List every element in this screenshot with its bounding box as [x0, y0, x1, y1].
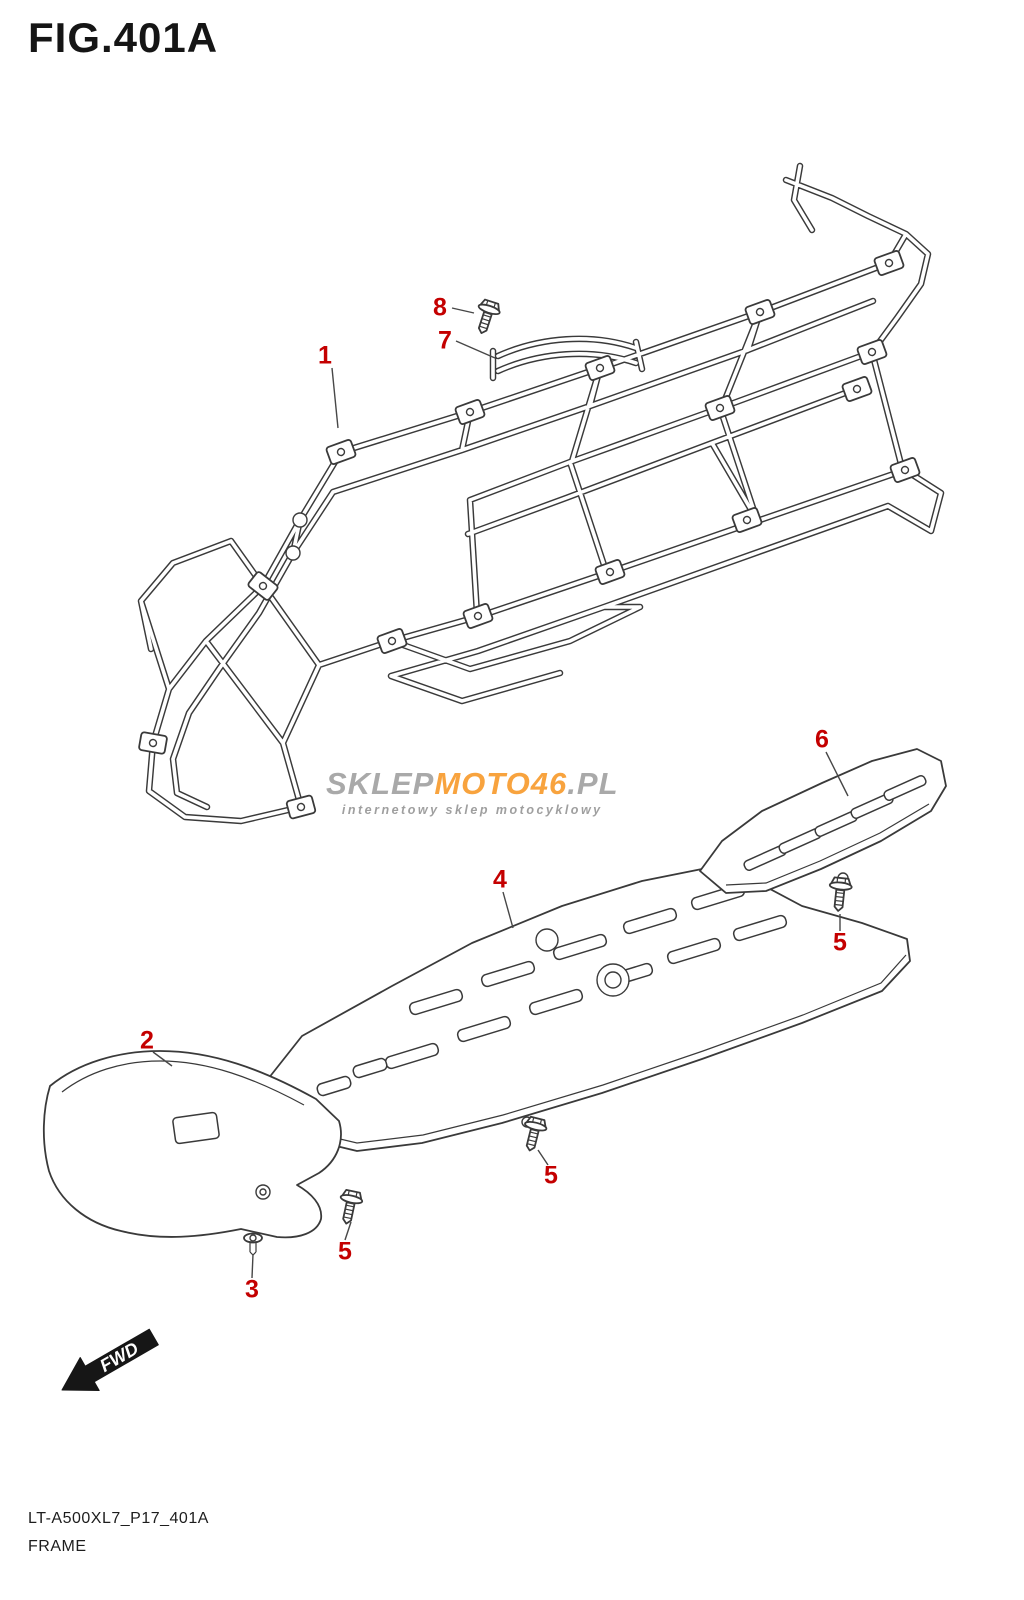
skid-plate-extension [699, 748, 947, 894]
callout-part-1: 1 [318, 341, 332, 370]
callout-part-5-center: 5 [544, 1161, 558, 1190]
bolt-part-5-right [826, 876, 854, 913]
fwd-arrow: FWD [61, 1328, 159, 1391]
callout-part-8: 8 [433, 293, 447, 322]
figure-code: LT-A500XL7_P17_401A [28, 1510, 209, 1527]
callout-part-4: 4 [493, 865, 507, 894]
rivet-part-3 [243, 1232, 263, 1256]
callout-part-2: 2 [140, 1026, 154, 1055]
callout-part-3: 3 [245, 1275, 259, 1304]
front-cover [42, 1050, 342, 1239]
steering-head-hole [292, 512, 308, 528]
fwd-label: FWD [96, 1338, 141, 1376]
extension-slots [743, 775, 927, 871]
footer: LT-A500XL7_P17_401A FRAME [28, 1510, 209, 1556]
figure-name: FRAME [28, 1538, 87, 1555]
callout-part-6: 6 [815, 725, 829, 754]
main-frame-drawing [137, 166, 941, 821]
steering-head-hole-lower [285, 545, 301, 561]
leader-lines [152, 307, 849, 1279]
bolt-part-8 [470, 297, 503, 338]
figure-title: FIG.401A [28, 14, 219, 61]
bolt-part-5-left [334, 1188, 365, 1227]
callout-part-7: 7 [438, 326, 452, 355]
skid-plate-main [267, 868, 911, 1152]
callout-part-5-right: 5 [833, 928, 847, 957]
callout-part-5-left: 5 [338, 1237, 352, 1266]
